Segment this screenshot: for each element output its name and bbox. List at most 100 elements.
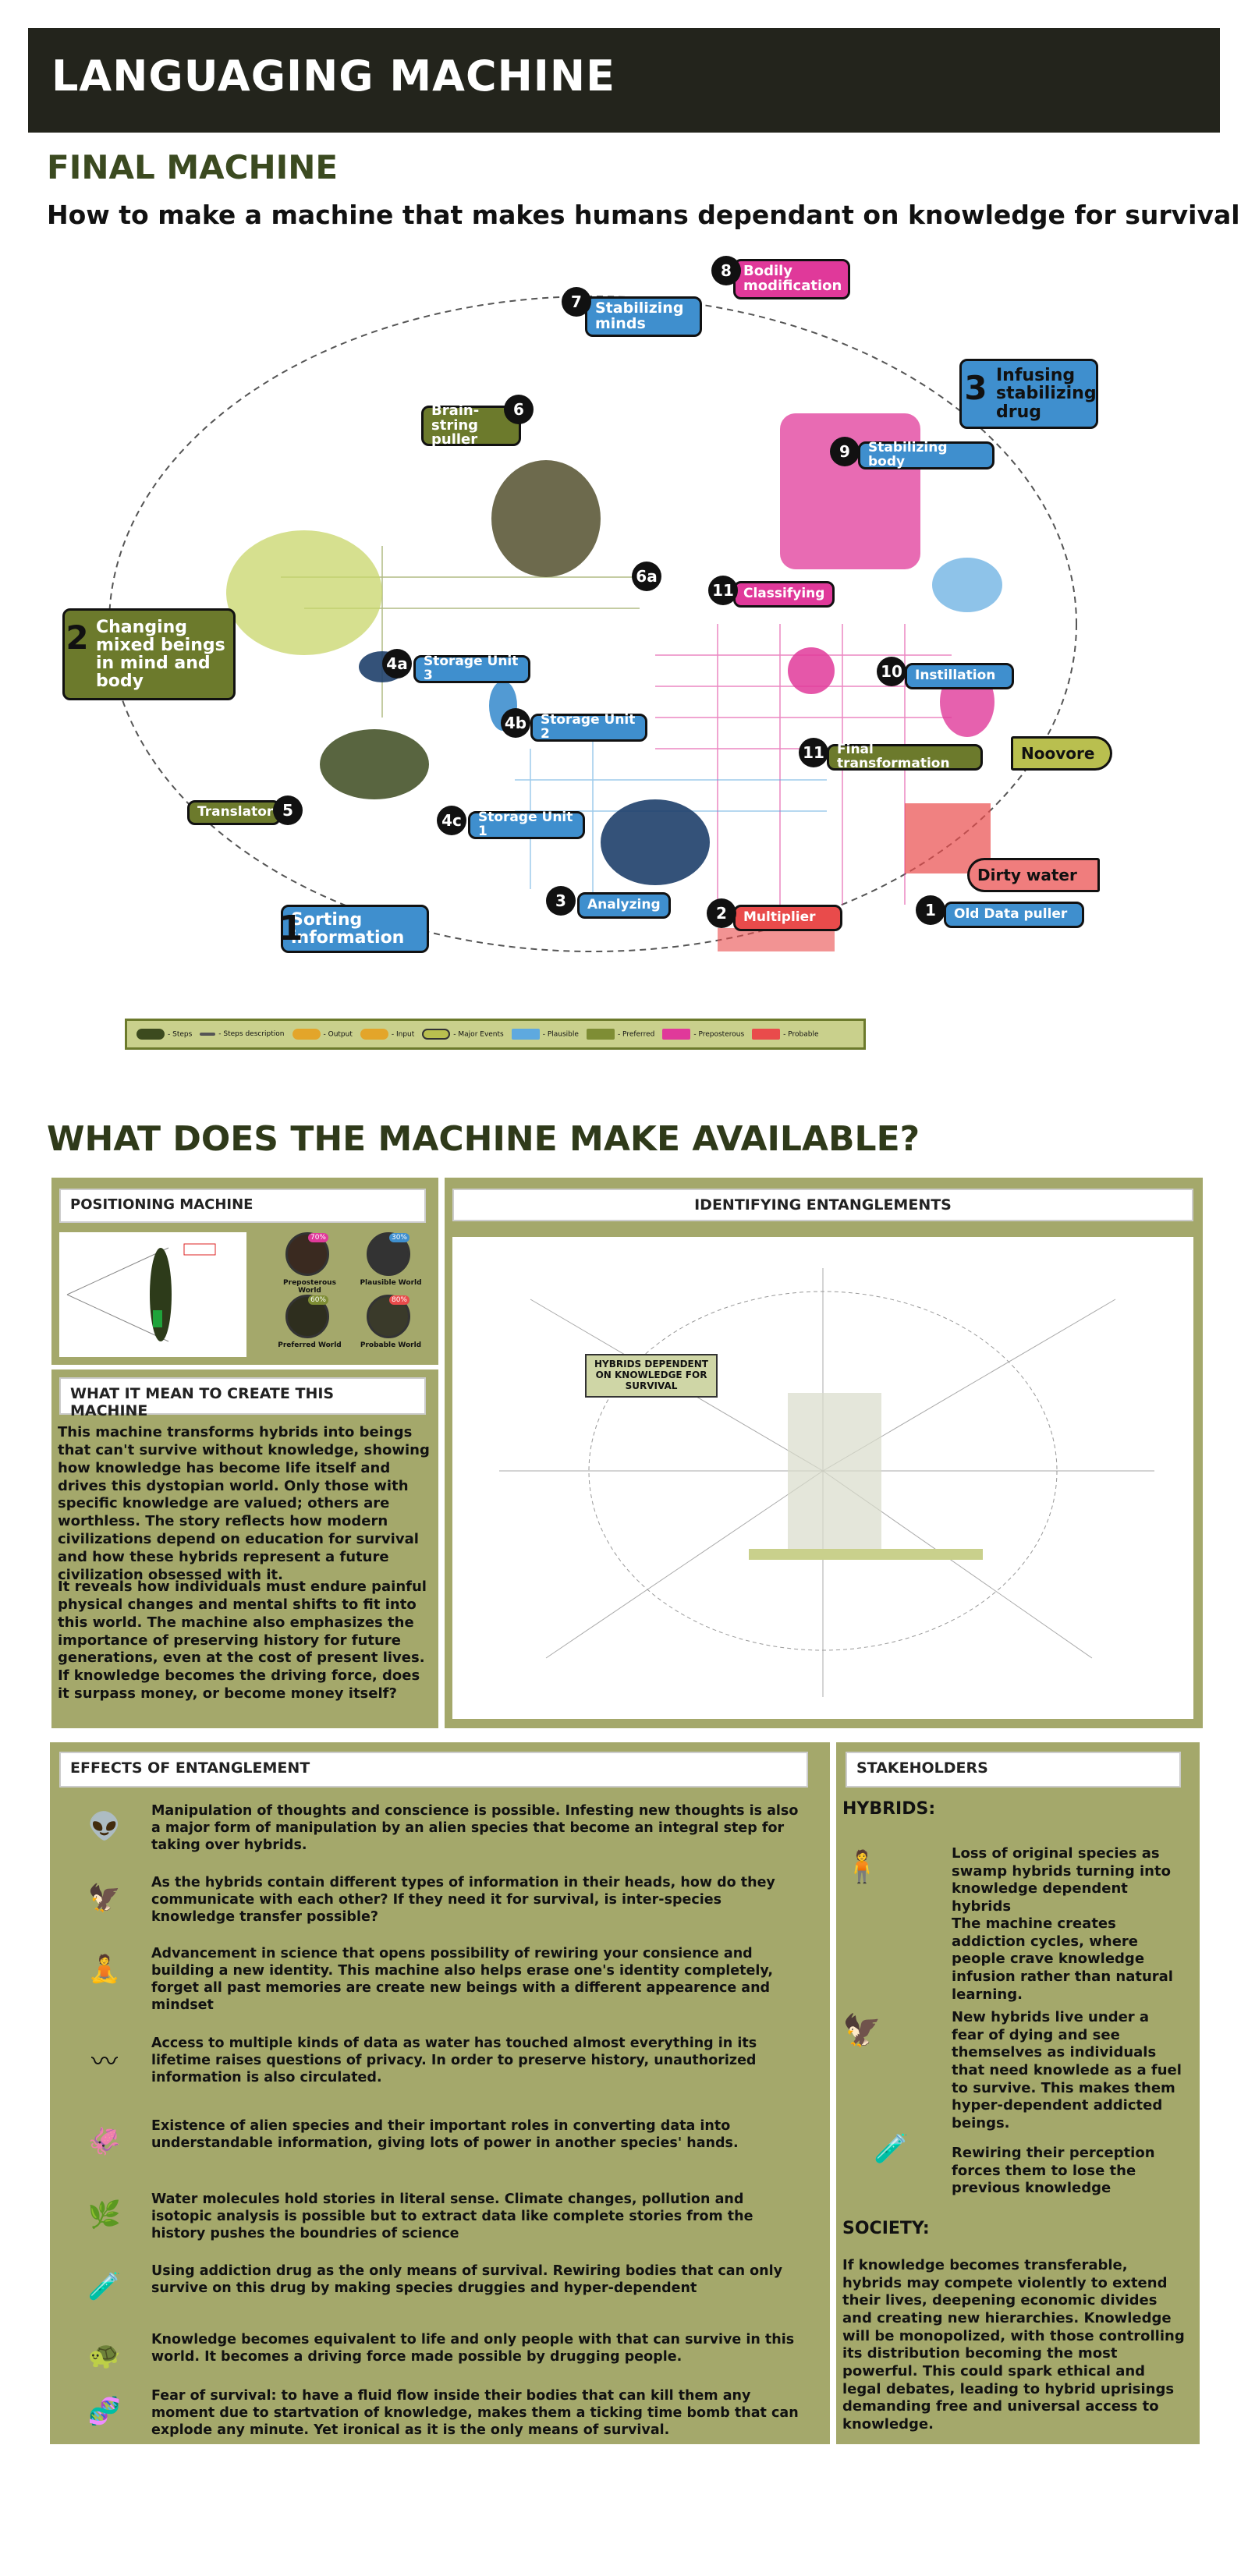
- legend-steps-description: - Steps description: [200, 1030, 285, 1038]
- meaning-paragraph-2: It reveals how individuals must endure p…: [58, 1579, 427, 1703]
- effect-item: 🦑Existence of alien species and their im…: [70, 2118, 803, 2165]
- node-changing-mixed-beings: Changing mixed beings in mind and body: [62, 608, 236, 700]
- node-label: Sorting information: [291, 909, 405, 948]
- world-percent: 30%: [388, 1233, 410, 1242]
- effect-text: Knowledge becomes equivalent to life and…: [151, 2332, 795, 2365]
- node-label: Changing mixed beings in mind and body: [96, 617, 225, 692]
- effect-item: 〰Access to multiple kinds of data as wat…: [70, 2036, 803, 2087]
- node-number: 1: [916, 895, 945, 925]
- positioning-graph: [66, 1243, 216, 1342]
- node-label: Translator: [197, 804, 274, 820]
- society-label: SOCIETY:: [842, 2219, 930, 2238]
- node-translator: Translator: [187, 800, 281, 825]
- effect-text: Using addiction drug as the only means o…: [151, 2263, 783, 2296]
- vial-icon: 🧪: [874, 2133, 909, 2165]
- node-multiplier: Multiplier: [733, 905, 842, 931]
- node-number: 4a: [382, 649, 412, 679]
- node-number: 2: [66, 618, 89, 657]
- node-label: Storage Unit 2: [541, 712, 636, 742]
- node-label: Analyzing: [587, 897, 661, 913]
- effect-text: Advancement in science that opens possib…: [151, 1946, 774, 2013]
- world-percent: 70%: [307, 1233, 328, 1242]
- node-number: 4c: [437, 806, 466, 835]
- node-number: 10: [877, 657, 906, 686]
- effect-text: Manipulation of thoughts and conscience …: [151, 1803, 799, 1853]
- node-number: 3: [964, 368, 987, 407]
- node-old-data-puller: Old Data puller: [944, 902, 1084, 928]
- waveform-icon: 〰: [91, 2046, 118, 2078]
- identifying-panel: IDENTIFYING ENTANGLEMENTS HYBRIDS DEPEND…: [445, 1178, 1203, 1728]
- node-stabilizing-minds: Stabilizing minds: [585, 296, 702, 337]
- creature-icon: 🦅: [842, 2013, 881, 2049]
- title-bar: LANGUAGING MACHINE: [28, 28, 1220, 133]
- node-number: 5: [273, 795, 303, 825]
- node-label: Noovore: [1021, 743, 1095, 763]
- section2-heading: WHAT DOES THE MACHINE MAKE AVAILABLE?: [47, 1119, 920, 1159]
- world-label: Plausible World: [360, 1279, 422, 1287]
- stakeholders-panel: STAKEHOLDERS: [836, 1742, 1200, 2444]
- world-probable: 80%: [367, 1295, 410, 1338]
- node-stabilizing-body: Stabilizing body: [858, 441, 994, 469]
- node-number: 4b: [501, 708, 530, 738]
- node-number: 6a: [632, 562, 661, 591]
- society-text: If knowledge becomes transferable, hybri…: [842, 2257, 1185, 2433]
- meaning-paragraph-1: This machine transforms hybrids into bei…: [58, 1424, 430, 1583]
- node-infusing-stabilizing-drug: Infusing stabilizing drug: [959, 359, 1098, 429]
- node-classifying: Classifying: [733, 581, 835, 608]
- legend-output: - Output: [292, 1029, 353, 1040]
- effects-panel: EFFECTS OF ENTANGLEMENT: [50, 1742, 830, 2444]
- positioning-title: POSITIONING MACHINE: [59, 1189, 426, 1223]
- world-plausible: 30%: [367, 1232, 410, 1276]
- world-label: Probable World: [360, 1341, 422, 1349]
- legend-plausible: - Plausible: [511, 1029, 579, 1040]
- node-sorting-information: Sorting information: [281, 905, 429, 953]
- node-storage-unit-2: Storage Unit 2: [530, 712, 647, 742]
- alien-icon: 👽: [87, 1811, 122, 1842]
- node-number: 2: [707, 898, 736, 928]
- node-label: Stabilizing minds: [595, 299, 684, 332]
- legend-steps: - Steps: [136, 1029, 192, 1040]
- hybrids-label: HYBRIDS:: [842, 1799, 936, 1819]
- node-storage-unit-3: Storage Unit 3: [413, 654, 530, 683]
- final-machine-heading: FINAL MACHINE: [47, 148, 339, 186]
- creature-icon: 🦅: [87, 1883, 122, 1914]
- hybrid-figures-icon: 🧍: [842, 1849, 881, 1885]
- world-preferred: 60%: [285, 1295, 329, 1338]
- legend-input: - Input: [360, 1029, 414, 1040]
- node-label: Brain-string puller: [431, 402, 480, 448]
- node-label: Stabilizing body: [868, 440, 948, 469]
- effect-text: Water molecules hold stories in literal …: [151, 2192, 753, 2241]
- node-instillation: Instillation: [905, 663, 1014, 689]
- node-bodily-modification: Bodily modification: [733, 259, 850, 299]
- entanglement-center-title: HYBRIDS DEPENDENT ON KNOWLEDGE FOR SURVI…: [585, 1354, 718, 1398]
- legend: - Steps - Steps description - Output - I…: [125, 1019, 866, 1050]
- node-number: 9: [830, 437, 860, 466]
- effect-item: 🧘Advancement in science that opens possi…: [70, 1946, 803, 2014]
- node-label: Classifying: [743, 586, 825, 602]
- node-number: 8: [711, 256, 741, 285]
- hybrids-point-4: Rewiring their perception forces them to…: [952, 2145, 1155, 2197]
- node-label: Storage Unit 1: [478, 810, 573, 839]
- effects-title: EFFECTS OF ENTANGLEMENT: [59, 1752, 808, 1788]
- node-number: 11: [708, 576, 738, 605]
- node-label: Old Data puller: [954, 906, 1068, 923]
- page-title: LANGUAGING MACHINE: [51, 51, 615, 101]
- hybrids-point-1: Loss of original species as swamp hybrid…: [952, 1845, 1171, 1915]
- node-number: 11: [799, 738, 828, 767]
- effect-item: 🌿Water molecules hold stories in literal…: [70, 2192, 803, 2243]
- node-storage-unit-1: Storage Unit 1: [468, 810, 585, 839]
- effect-item: 🐢Knowledge becomes equivalent to life an…: [70, 2332, 803, 2379]
- node-analyzing: Analyzing: [577, 892, 671, 919]
- effect-text: Fear of survival: to have a fluid flow i…: [151, 2388, 799, 2438]
- node-label: Dirty water: [977, 865, 1077, 884]
- identifying-title: IDENTIFYING ENTANGLEMENTS: [452, 1189, 1193, 1221]
- world-label: Preferred World: [278, 1341, 342, 1349]
- node-number: 1: [278, 908, 303, 948]
- meaning-title: WHAT IT MEAN TO CREATE THIS MACHINE: [59, 1377, 426, 1419]
- effect-text: As the hybrids contain different types o…: [151, 1875, 775, 1925]
- positioning-panel: POSITIONING MACHINE 70% Preposterous Wor…: [51, 1178, 438, 1365]
- final-machine-subtitle: How to make a machine that makes humans …: [47, 200, 1240, 230]
- node-label: Multiplier: [743, 909, 816, 926]
- node-number: 3: [546, 886, 576, 916]
- vial-icon: 🧪: [87, 2271, 122, 2302]
